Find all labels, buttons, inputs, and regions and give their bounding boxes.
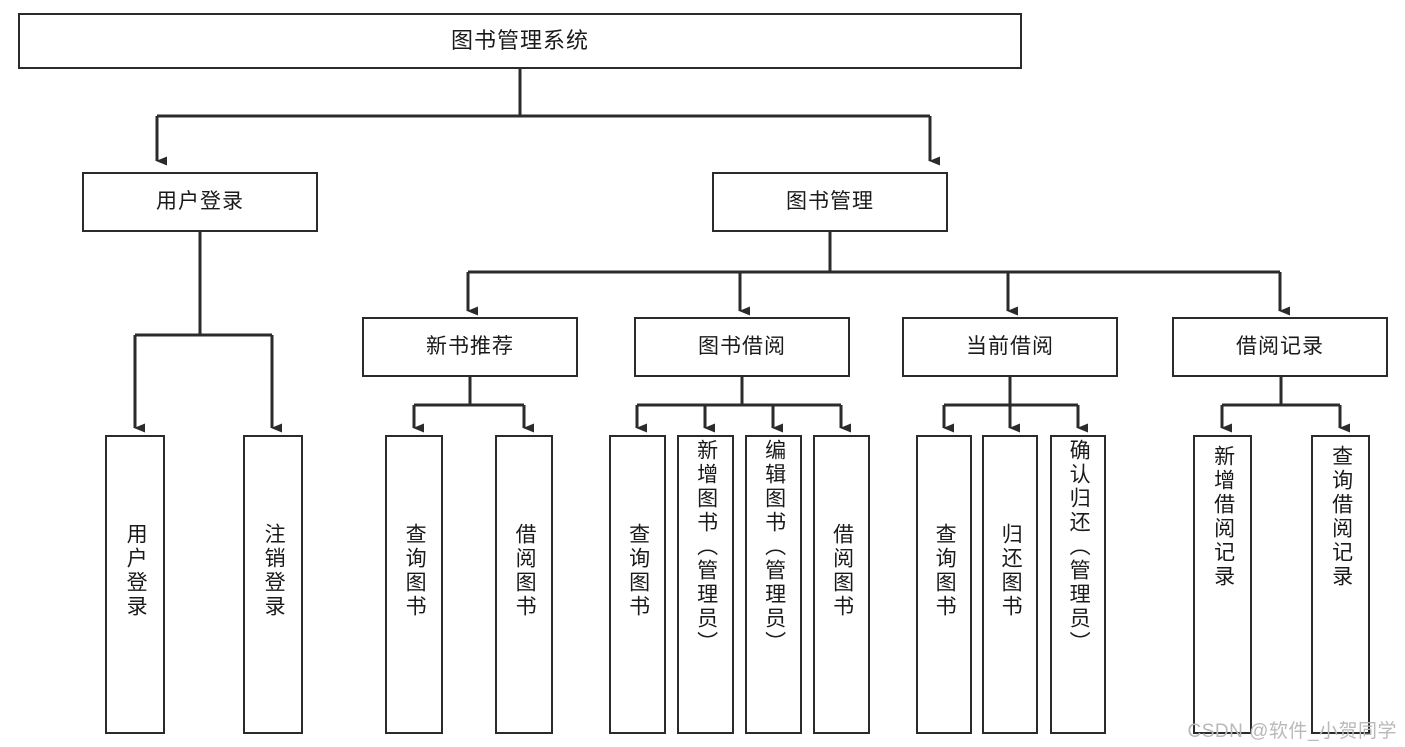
node-label: 图书管理 bbox=[786, 190, 874, 214]
node-label: 注销登录 bbox=[262, 523, 286, 619]
node-label: 借阅记录 bbox=[1236, 335, 1324, 359]
node-label: 借阅图书 bbox=[830, 523, 854, 619]
node-label: 归还图书 bbox=[999, 523, 1023, 619]
node-label: 编辑图书（管理员） bbox=[762, 439, 786, 655]
leaf-record-add-record[interactable]: 新增借阅记录 bbox=[1193, 435, 1252, 734]
leaf-borrow-query-book[interactable]: 查询图书 bbox=[609, 435, 666, 734]
node-root-system[interactable]: 图书管理系统 bbox=[18, 13, 1022, 69]
leaf-recommend-query-book[interactable]: 查询图书 bbox=[385, 435, 443, 734]
node-label: 查询图书 bbox=[403, 523, 427, 619]
leaf-current-confirm-return-admin[interactable]: 确认归还（管理员） bbox=[1050, 435, 1106, 734]
leaf-borrow-borrow-book[interactable]: 借阅图书 bbox=[813, 435, 870, 734]
node-current-borrow[interactable]: 当前借阅 bbox=[902, 317, 1118, 377]
leaf-current-return-book[interactable]: 归还图书 bbox=[982, 435, 1038, 734]
node-label: 新增图书（管理员） bbox=[694, 439, 718, 655]
leaf-user-logout[interactable]: 注销登录 bbox=[243, 435, 303, 734]
node-user-login[interactable]: 用户登录 bbox=[82, 172, 318, 232]
node-label: 用户登录 bbox=[124, 523, 148, 619]
node-label: 查询图书 bbox=[933, 523, 957, 619]
leaf-recommend-borrow-book[interactable]: 借阅图书 bbox=[495, 435, 553, 734]
node-label: 当前借阅 bbox=[966, 335, 1054, 359]
node-label: 图书借阅 bbox=[698, 335, 786, 359]
node-new-book-recommend[interactable]: 新书推荐 bbox=[362, 317, 578, 377]
leaf-borrow-add-book-admin[interactable]: 新增图书（管理员） bbox=[677, 435, 734, 734]
node-label: 新增借阅记录 bbox=[1211, 445, 1235, 589]
node-label: 确认归还（管理员） bbox=[1067, 439, 1091, 655]
node-label: 查询借阅记录 bbox=[1329, 445, 1353, 589]
node-borrow-record[interactable]: 借阅记录 bbox=[1172, 317, 1388, 377]
node-label: 新书推荐 bbox=[426, 335, 514, 359]
node-book-borrow[interactable]: 图书借阅 bbox=[634, 317, 850, 377]
leaf-record-query-record[interactable]: 查询借阅记录 bbox=[1311, 435, 1370, 734]
node-label: 图书管理系统 bbox=[450, 27, 589, 53]
node-book-management[interactable]: 图书管理 bbox=[712, 172, 948, 232]
node-label: 查询图书 bbox=[626, 523, 650, 619]
leaf-borrow-edit-book-admin[interactable]: 编辑图书（管理员） bbox=[745, 435, 802, 734]
node-label: 用户登录 bbox=[156, 190, 244, 214]
leaf-current-query-book[interactable]: 查询图书 bbox=[916, 435, 972, 734]
leaf-user-login[interactable]: 用户登录 bbox=[105, 435, 165, 734]
watermark-text: CSDN @软件_小贺同学 bbox=[1187, 721, 1397, 742]
node-label: 借阅图书 bbox=[513, 523, 537, 619]
